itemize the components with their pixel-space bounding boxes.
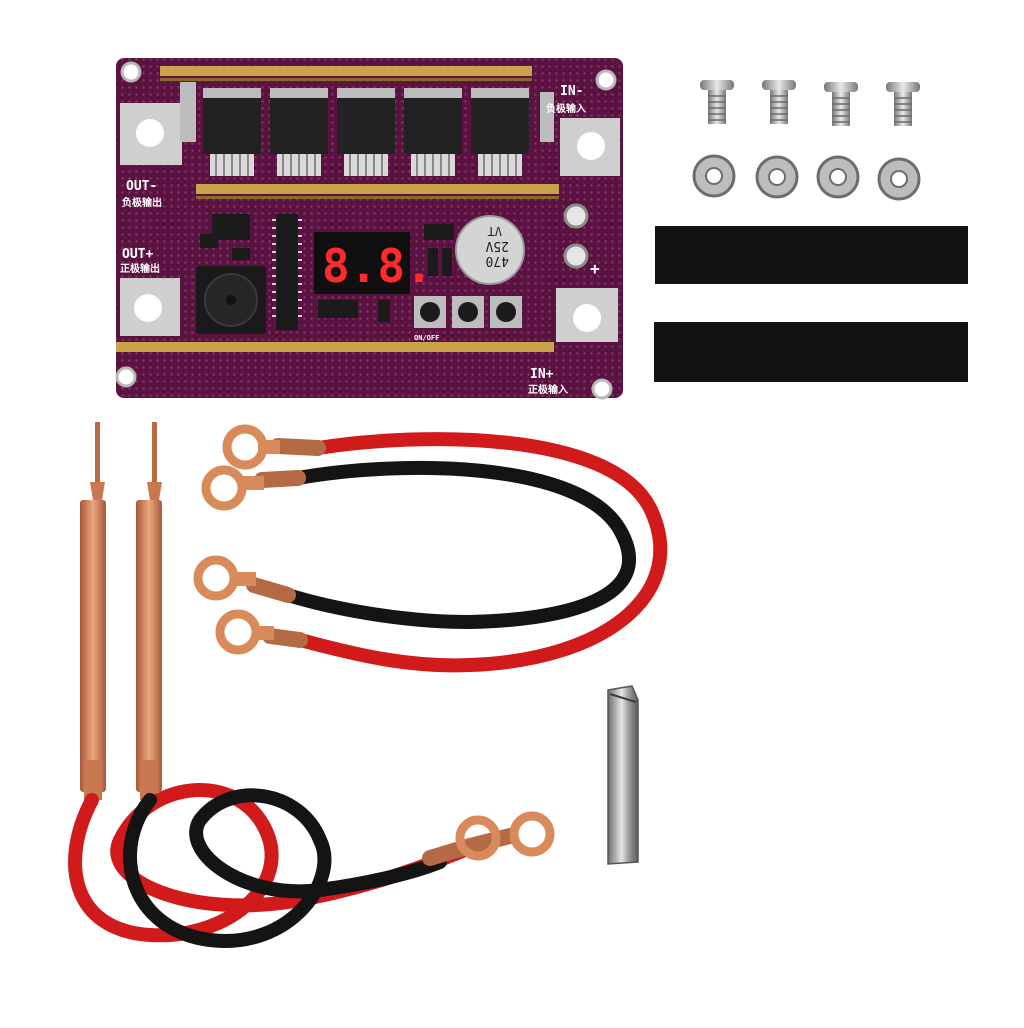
label-in-plus-cn: 正极输入: [528, 383, 568, 396]
ring-lug-6: [509, 811, 555, 857]
screw-4: [886, 82, 920, 126]
washer-2: [755, 155, 799, 199]
mount-hole-tr: [595, 69, 617, 91]
capacitor-voltage: 25V: [485, 238, 509, 253]
copper-bar-lower: [116, 342, 554, 352]
screw-2: [762, 80, 796, 124]
screw-1: [700, 80, 734, 124]
copper-bar-top: [160, 66, 532, 76]
black-cable-lower: [123, 788, 447, 948]
buzzer: [196, 266, 266, 334]
label-out-minus: OUT-: [126, 179, 157, 194]
welding-pen-left: [80, 422, 106, 800]
cable-set-upper: [246, 432, 668, 673]
display-readout: 8.8.: [322, 239, 433, 293]
washer-set: [692, 154, 921, 201]
red-cable-upper: [293, 432, 668, 673]
label-in-minus-cn: 负极输入: [546, 102, 586, 115]
ring-lug-set-lower: [455, 811, 555, 861]
label-out-plus-cn: 正极输出: [120, 262, 160, 275]
label-in-plus: IN+: [530, 367, 554, 382]
ring-lug-1: [222, 424, 280, 470]
terminal-top: [563, 203, 589, 229]
mosfet-2: [270, 88, 328, 176]
cable-set-lower: [68, 783, 518, 948]
nickel-strip-roll: [607, 685, 639, 865]
mosfet-row: [203, 88, 529, 176]
mosfet-5: [471, 88, 529, 176]
capacitor: 470 25V VT: [455, 215, 525, 285]
pad-bottom-right: [556, 288, 618, 342]
ring-lug-3: [193, 555, 256, 601]
label-in-minus: IN-: [560, 84, 583, 99]
chip-ic-main: [276, 214, 298, 330]
terminal-bottom: [563, 243, 589, 269]
label-out-minus-cn: 负极输出: [122, 196, 162, 209]
ring-lug-5: [455, 815, 501, 861]
tactile-button-1[interactable]: [414, 296, 446, 328]
ring-lug-2: [201, 465, 264, 511]
tactile-button-2[interactable]: [452, 296, 484, 328]
washer-1: [692, 154, 736, 198]
mosfet-1: [203, 88, 261, 176]
label-out-plus: OUT+: [122, 247, 153, 262]
washer-4: [877, 157, 921, 201]
screw-3: [824, 82, 858, 126]
seven-segment-display: 8.8.: [314, 232, 433, 294]
copper-bar-upper: [196, 184, 559, 194]
spot-welder-board: IN- 负极输入 OUT- 负极输出 OUT+ 正极输出 IN+ 正极输入 + …: [115, 58, 623, 400]
black-cable-upper: [281, 460, 636, 630]
insulating-strip-1: [655, 226, 968, 284]
mosfet-3: [337, 88, 395, 176]
plus-mark: +: [590, 259, 600, 278]
chip-ic-left: [212, 214, 250, 240]
tactile-button-3[interactable]: [490, 296, 522, 328]
mount-hole-tl: [120, 61, 142, 83]
capacitor-brand: VT: [488, 224, 502, 238]
screw-set: [700, 80, 920, 126]
capacitor-value: 470: [486, 253, 509, 268]
ring-lug-4: [215, 609, 274, 655]
ring-lug-set-upper: [193, 424, 280, 655]
insulating-strip-2: [654, 322, 968, 382]
pad-top-right: [560, 118, 620, 176]
mosfet-4: [404, 88, 462, 176]
washer-3: [816, 155, 860, 199]
welding-pen-right: [136, 422, 162, 800]
pad-bottom-left: [120, 278, 180, 336]
mount-hole-br: [591, 378, 613, 400]
pad-top-left: [120, 103, 182, 165]
on-off-label: ON/OFF: [414, 334, 439, 342]
mount-hole-bl: [115, 366, 137, 388]
